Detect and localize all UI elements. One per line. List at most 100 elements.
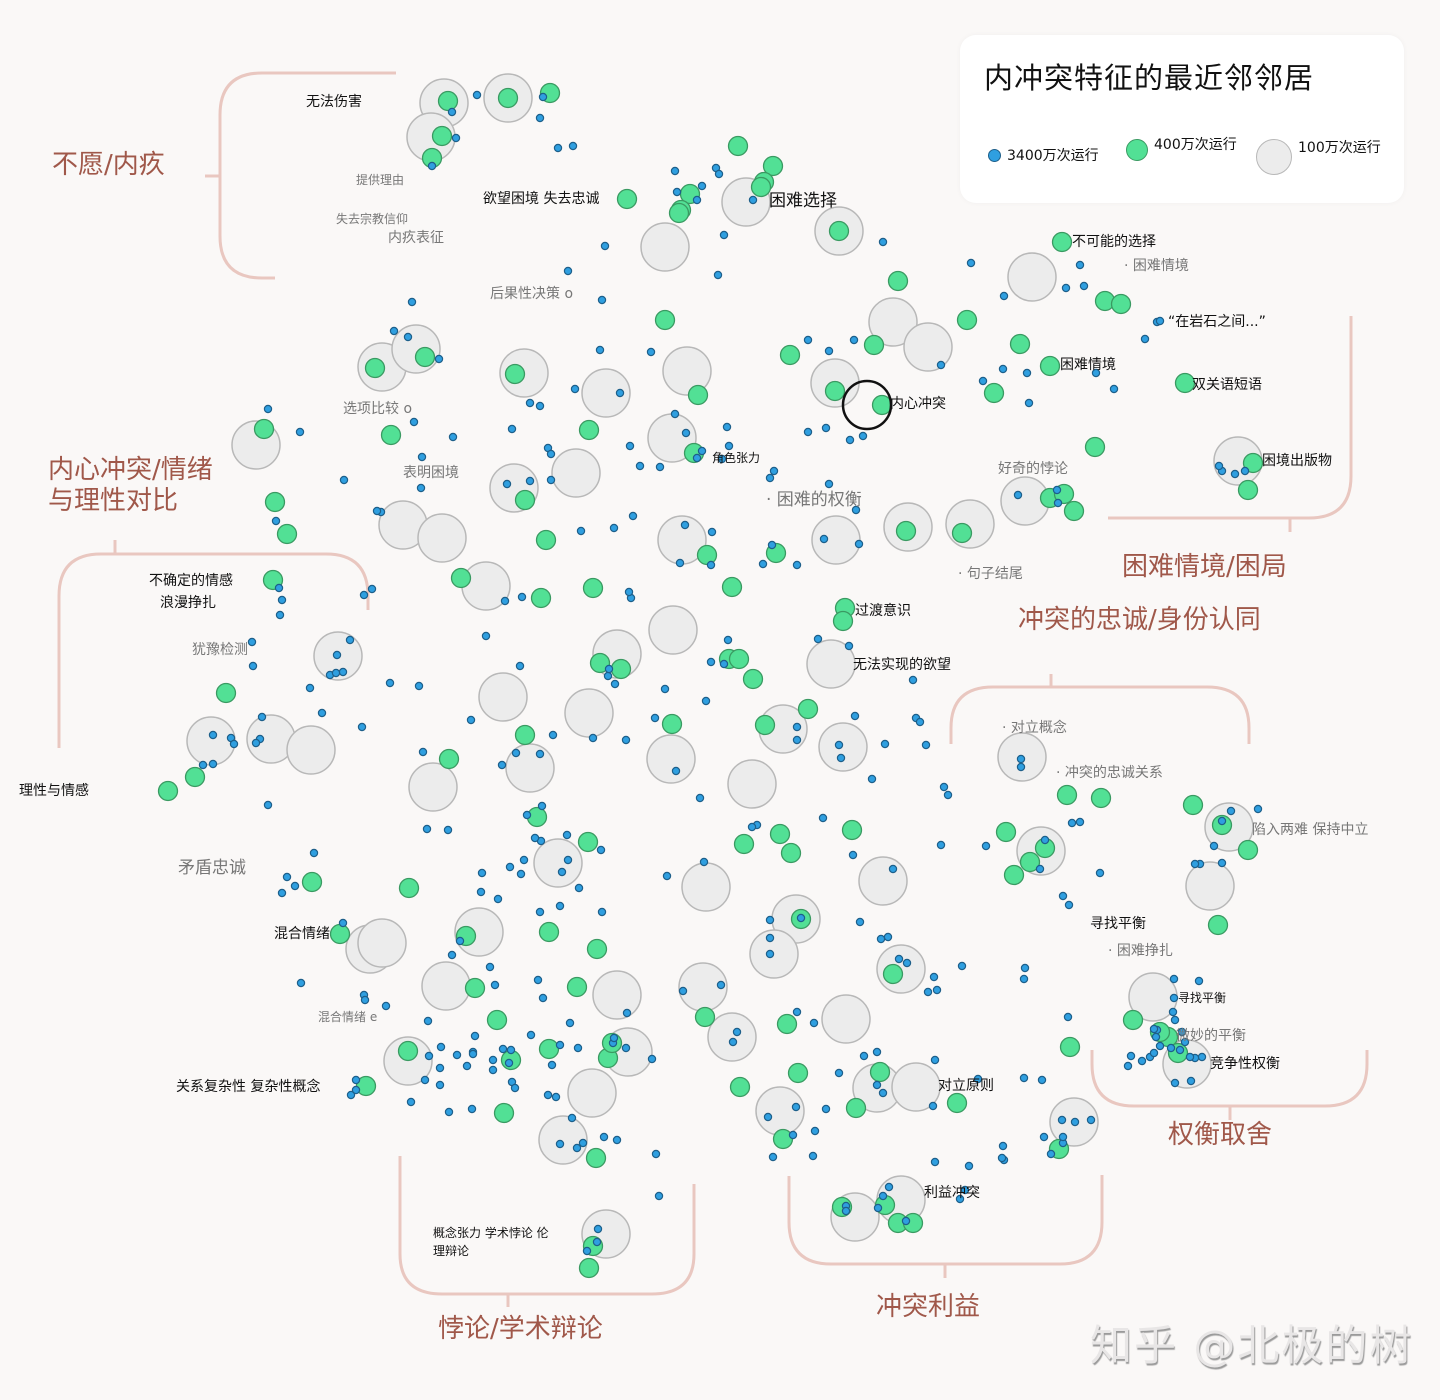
small-point — [1040, 835, 1050, 845]
small-point — [928, 1101, 938, 1111]
medium-point — [586, 938, 608, 960]
small-point — [546, 475, 556, 485]
medium-point — [661, 713, 683, 735]
small-point — [372, 506, 382, 516]
feature-label: 理性与情感 — [19, 783, 89, 799]
large-point — [391, 324, 441, 374]
small-point — [485, 962, 495, 972]
small-point — [538, 993, 548, 1003]
small-point — [765, 949, 775, 959]
small-point — [535, 907, 545, 917]
small-point — [535, 401, 545, 411]
small-point — [1180, 1037, 1190, 1047]
medium-point — [486, 1009, 508, 1031]
small-point — [1186, 1076, 1196, 1086]
small-point — [836, 753, 846, 763]
small-point — [367, 584, 377, 594]
feature-label: 内疚表征 — [388, 230, 444, 246]
medium-point — [1237, 839, 1259, 861]
medium-point — [721, 576, 743, 598]
medium-point — [995, 821, 1017, 843]
medium-point — [610, 658, 632, 680]
small-point — [692, 195, 702, 205]
small-point — [1217, 816, 1227, 826]
small-point — [803, 335, 813, 345]
small-point — [655, 462, 665, 472]
small-point — [543, 1090, 553, 1100]
large-point — [538, 1115, 588, 1165]
large-point — [567, 1068, 617, 1118]
feature-label: 不可能的选择 — [1072, 234, 1156, 250]
small-point — [748, 195, 758, 205]
large-point — [186, 716, 236, 766]
feature-label: 后果性决策 o — [490, 286, 574, 302]
small-point — [338, 918, 348, 928]
small-point — [622, 1008, 632, 1018]
small-point — [678, 986, 688, 996]
small-point — [435, 1063, 445, 1073]
small-point — [981, 841, 991, 851]
small-point — [609, 1033, 619, 1043]
small-point — [582, 1246, 592, 1256]
small-point — [435, 1080, 445, 1090]
small-point — [713, 270, 723, 280]
highlighted-inner-conflict-feature — [841, 379, 893, 431]
small-point — [646, 347, 656, 357]
small-point — [578, 1138, 588, 1148]
legend-label: 400万次运行 — [1154, 137, 1237, 153]
small-point — [535, 749, 545, 759]
small-point — [621, 1043, 631, 1053]
small-point — [873, 1203, 883, 1213]
small-point — [929, 972, 939, 982]
small-point — [472, 90, 482, 100]
small-point — [848, 850, 858, 860]
small-point — [767, 540, 777, 550]
large-point — [821, 994, 871, 1044]
medium-point — [504, 363, 526, 385]
small-point — [595, 345, 605, 355]
small-point — [1253, 804, 1263, 814]
small-point — [563, 855, 573, 865]
small-point — [555, 1040, 565, 1050]
feature-label: “在岩石之间...” — [1168, 314, 1266, 330]
small-point — [714, 169, 724, 179]
small-point — [612, 1135, 622, 1145]
medium-point — [497, 87, 519, 109]
medium-point — [694, 1006, 716, 1028]
small-point — [671, 766, 681, 776]
small-point — [515, 661, 525, 671]
small-point — [1240, 466, 1250, 476]
small-point — [208, 759, 218, 769]
medium-point — [869, 1061, 891, 1083]
small-point — [466, 715, 476, 725]
small-point — [1061, 283, 1071, 293]
medium-point — [871, 394, 893, 416]
small-point — [1166, 1043, 1176, 1053]
small-point — [588, 733, 598, 743]
feature-label: 角色张力 — [712, 451, 761, 465]
medium-point — [797, 698, 819, 720]
small-point — [305, 683, 315, 693]
small-point — [1095, 868, 1105, 878]
category-bracket — [1090, 1050, 1369, 1120]
medium-point — [728, 648, 750, 670]
medium-point — [398, 877, 420, 899]
small-point — [908, 675, 918, 685]
small-point — [530, 833, 540, 843]
small-point — [936, 360, 946, 370]
small-point — [519, 855, 529, 865]
small-point — [1170, 1078, 1180, 1088]
small-point — [792, 735, 802, 745]
small-point — [427, 161, 437, 171]
small-point — [813, 634, 823, 644]
medium-point — [1182, 794, 1204, 816]
small-point — [229, 739, 239, 749]
points-4m-runs — [157, 82, 1264, 1279]
medium-dot-icon — [1126, 139, 1148, 161]
small-point — [1053, 498, 1063, 508]
feature-label: 好奇的悖论 — [998, 461, 1068, 477]
small-point — [331, 668, 341, 678]
medium-point — [754, 714, 776, 736]
small-point — [1214, 461, 1224, 471]
small-point — [385, 678, 395, 688]
